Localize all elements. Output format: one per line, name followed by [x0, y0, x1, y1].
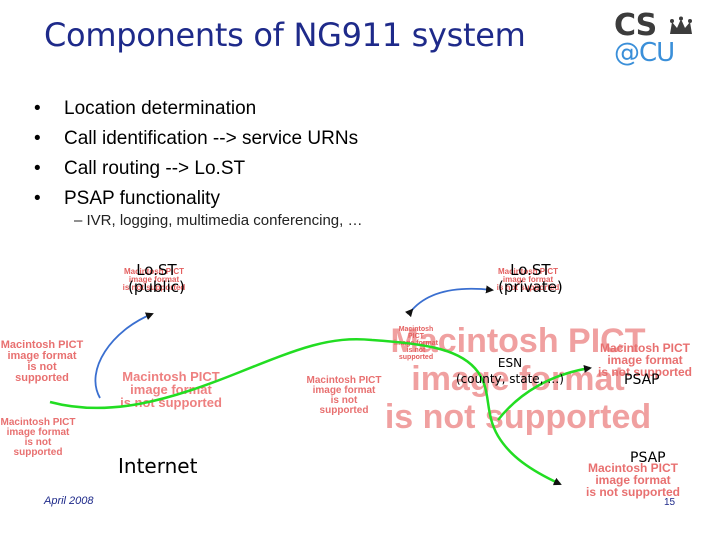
pict-placeholder-psap-2: Macintosh PICT image format is not suppo…	[560, 462, 706, 498]
esn-note: (county, state, …)	[456, 371, 564, 386]
pict-placeholder-lost-private: Macintosh PICT image format is not suppo…	[490, 268, 566, 292]
pict-line: is not supported	[384, 398, 652, 437]
pict-placeholder-left-1: Macintosh PICT image format is not suppo…	[0, 340, 84, 384]
page-number: 15	[664, 497, 676, 508]
pict-placeholder-psap-1: Macintosh PICT image format is not suppo…	[572, 342, 718, 378]
pict-line: is not supported	[586, 485, 680, 499]
pict-line: is not supported	[122, 283, 186, 292]
slide-title: Components of NG911 system	[44, 16, 526, 54]
footer-date: April 2008	[44, 495, 94, 507]
esn-node: ESN (county, state, …)	[456, 356, 564, 387]
pict-line: is not supported	[496, 283, 560, 292]
lost-public-node: Lo.ST (public)	[128, 262, 185, 295]
pict-line: is not supported	[120, 395, 222, 410]
cs-cu-logo: CS @CU	[606, 8, 702, 70]
bullet-item: • Call identification --> service URNs	[34, 128, 358, 158]
pict-line: Macintosh PICT	[0, 417, 76, 428]
pict-line: image format	[595, 473, 671, 487]
pict-line: Macintosh PICT	[122, 369, 220, 384]
pict-placeholder-center: Macintosh PICT image format is not suppo…	[98, 370, 244, 409]
bullet-text: Call routing --> Lo.ST	[64, 158, 246, 179]
sub-bullet: – IVR, logging, multimedia conferencing,…	[74, 212, 363, 229]
bullet-item: • Location determination	[34, 98, 358, 128]
bullet-dot: •	[34, 188, 41, 209]
psap-node-1: PSAP	[624, 372, 660, 388]
pict-line: image format	[502, 275, 554, 284]
pict-line: image format	[130, 382, 212, 397]
lost-private-name: Lo.ST	[510, 261, 551, 279]
bullet-item: • Call routing --> Lo.ST	[34, 158, 358, 188]
pict-line: is not supported	[13, 437, 63, 458]
psap-node-2: PSAP	[630, 450, 666, 466]
pict-placeholder-lost-public: Macintosh PICT image format is not suppo…	[118, 268, 190, 292]
pict-placeholder-left-2: Macintosh PICT image format is not suppo…	[0, 418, 76, 458]
blue-query-path-public	[94, 312, 154, 399]
crown-icon	[670, 16, 692, 34]
pict-line: is not supported	[598, 365, 692, 379]
logo-top-text: CS	[614, 8, 657, 43]
pict-line: is not supported	[398, 347, 434, 361]
pict-placeholder-large: Macintosh PICT image format is not suppo…	[348, 322, 688, 436]
esn-name: ESN	[497, 356, 523, 370]
blue-query-path-private	[405, 285, 494, 318]
bullet-dot: •	[34, 158, 41, 179]
pict-line: Macintosh PICT	[599, 341, 690, 355]
pict-line: image format	[312, 385, 376, 396]
pict-line: image format	[6, 427, 70, 438]
bullet-text: PSAP functionality	[64, 188, 220, 209]
bullet-dot: •	[34, 128, 41, 149]
lost-public-note: (public)	[128, 277, 185, 296]
bullet-dot: •	[34, 98, 41, 119]
pict-line: Macintosh PICT	[306, 375, 382, 386]
pict-line: Macintosh PICT	[123, 267, 184, 276]
internet-label: Internet	[118, 454, 198, 478]
pict-line: Macintosh PICT	[497, 267, 558, 276]
pict-line: Macintosh PICT	[0, 339, 84, 351]
lost-public-name: Lo.ST	[136, 261, 177, 279]
pict-line: is not supported	[15, 361, 69, 384]
lost-private-note: (private)	[498, 277, 563, 296]
pict-line: is not supported	[319, 395, 369, 416]
bullet-text: Location determination	[64, 98, 257, 119]
bullet-list: • Location determination • Call identifica…	[34, 98, 358, 218]
logo-bottom-text: @CU	[614, 38, 675, 68]
pict-line: Macintosh PICT	[587, 461, 678, 475]
pict-line: Macintosh PICT	[390, 322, 646, 360]
bullet-text: Call identification --> service URNs	[64, 128, 359, 149]
lost-private-node: Lo.ST (private)	[498, 262, 563, 295]
pict-placeholder-router-left: Macintosh PICT image format is not suppo…	[306, 376, 382, 416]
pict-line: image format	[7, 350, 77, 362]
green-call-path-branch	[497, 364, 592, 421]
pict-line: image format	[128, 275, 180, 284]
pict-line: image format	[607, 353, 683, 367]
bullet-item: • PSAP functionality	[34, 188, 358, 218]
green-call-path	[49, 338, 562, 486]
pict-line: Macintosh PICT	[398, 326, 434, 340]
